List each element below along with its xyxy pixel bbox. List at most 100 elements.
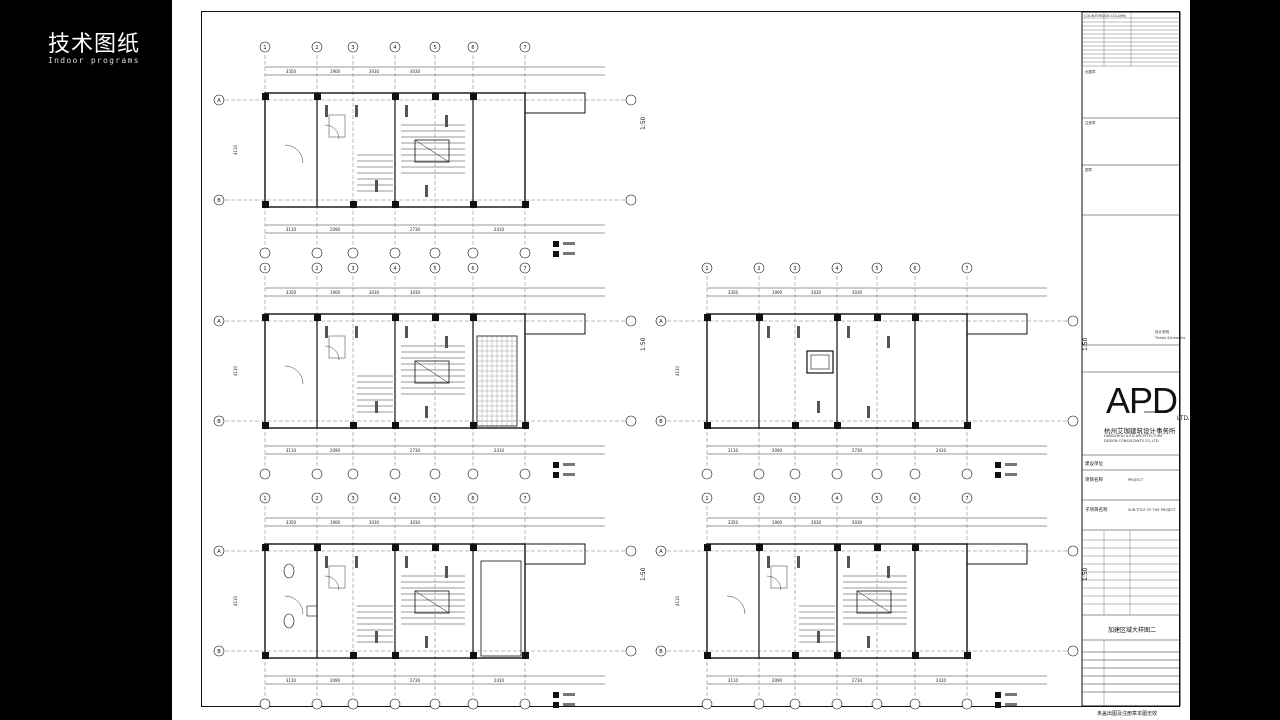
svg-text:2090: 2090 xyxy=(772,448,783,453)
svg-text:1:50: 1:50 xyxy=(1082,337,1089,351)
firm-name-cn: 杭州艾珈建筑设计事务所 xyxy=(1104,427,1176,435)
svg-text:A: A xyxy=(217,98,221,104)
project-en: PROJECT xyxy=(1128,478,1144,482)
svg-text:4: 4 xyxy=(835,266,838,272)
svg-text:1: 1 xyxy=(263,266,266,272)
svg-text:2410: 2410 xyxy=(494,448,505,453)
svg-text:3: 3 xyxy=(793,266,796,272)
svg-text:2410: 2410 xyxy=(494,227,505,232)
svg-text:1:50: 1:50 xyxy=(1082,567,1089,581)
firm-name-en: HANGZHOU A.P.D ARCHITECTURE DESIGN CONSU… xyxy=(1104,434,1163,443)
svg-text:4110: 4110 xyxy=(675,365,680,376)
svg-text:3: 3 xyxy=(351,266,354,272)
svg-text:1:50: 1:50 xyxy=(640,567,647,581)
svg-text:2: 2 xyxy=(315,496,318,502)
svg-text:A: A xyxy=(659,549,663,555)
svg-text:3350: 3350 xyxy=(286,520,297,525)
svg-text:2: 2 xyxy=(315,266,318,272)
svg-text:3350: 3350 xyxy=(728,520,739,525)
svg-text:7: 7 xyxy=(523,266,526,272)
svg-text:2730: 2730 xyxy=(410,678,421,683)
svg-text:5: 5 xyxy=(433,496,436,502)
drawing-title: 加建区域大样图二 xyxy=(1108,627,1157,634)
svg-text:1:50: 1:50 xyxy=(640,116,647,130)
svg-text:6: 6 xyxy=(471,45,474,51)
svg-text:4: 4 xyxy=(393,266,396,272)
svg-text:3030: 3030 xyxy=(369,290,380,295)
svg-text:4110: 4110 xyxy=(233,144,238,155)
svg-text:3: 3 xyxy=(793,496,796,502)
page-title: 技术图纸 xyxy=(48,32,141,57)
design-notes-en: Thesis Schematic xyxy=(1155,336,1186,340)
svg-text:3350: 3350 xyxy=(728,290,739,295)
svg-text:2730: 2730 xyxy=(410,448,421,453)
svg-text:7: 7 xyxy=(965,266,968,272)
counter-label: COUNTERSIGN COLUMN xyxy=(1084,14,1127,18)
svg-text:6: 6 xyxy=(913,266,916,272)
svg-text:3030: 3030 xyxy=(369,69,380,74)
svg-text:6: 6 xyxy=(471,496,474,502)
svg-text:7: 7 xyxy=(523,496,526,502)
svg-text:6: 6 xyxy=(471,266,474,272)
svg-text:B: B xyxy=(217,198,221,204)
svg-text:4: 4 xyxy=(393,496,396,502)
svg-text:B: B xyxy=(659,419,663,425)
svg-text:1: 1 xyxy=(705,496,708,502)
svg-text:B: B xyxy=(217,649,221,655)
svg-text:2: 2 xyxy=(315,45,318,51)
svg-text:1: 1 xyxy=(263,496,266,502)
svg-text:5: 5 xyxy=(875,266,878,272)
svg-text:4110: 4110 xyxy=(233,595,238,606)
svg-text:2: 2 xyxy=(757,266,760,272)
svg-text:2410: 2410 xyxy=(936,678,947,683)
svg-text:3: 3 xyxy=(351,45,354,51)
stamp-section-3: 图章 xyxy=(1085,168,1092,172)
svg-text:3030: 3030 xyxy=(852,290,863,295)
page-subtitle: Indoor programs xyxy=(48,56,140,65)
svg-text:3350: 3350 xyxy=(286,290,297,295)
svg-text:3110: 3110 xyxy=(286,448,297,453)
footer-note: 未盖出图及注册章本图无效 xyxy=(1097,711,1158,717)
subproject-label: 子项目名称 xyxy=(1085,508,1108,513)
subproject-en: SUB-TITLE OF THE PROJECT xyxy=(1128,508,1176,512)
svg-text:2090: 2090 xyxy=(330,227,341,232)
svg-text:5: 5 xyxy=(875,496,878,502)
svg-text:6: 6 xyxy=(913,496,916,502)
svg-text:A: A xyxy=(659,319,663,325)
svg-text:B: B xyxy=(659,649,663,655)
svg-text:2090: 2090 xyxy=(772,678,783,683)
svg-text:2090: 2090 xyxy=(330,448,341,453)
svg-text:1:50: 1:50 xyxy=(640,337,647,351)
svg-text:5: 5 xyxy=(433,45,436,51)
svg-text:3030: 3030 xyxy=(369,520,380,525)
svg-text:2730: 2730 xyxy=(852,448,863,453)
svg-text:7: 7 xyxy=(965,496,968,502)
svg-text:1: 1 xyxy=(263,45,266,51)
svg-text:2410: 2410 xyxy=(936,448,947,453)
svg-text:3110: 3110 xyxy=(728,448,739,453)
svg-text:2730: 2730 xyxy=(852,678,863,683)
svg-text:3030: 3030 xyxy=(811,520,822,525)
svg-text:1900: 1900 xyxy=(330,69,341,74)
svg-text:3030: 3030 xyxy=(410,290,421,295)
svg-text:3030: 3030 xyxy=(811,290,822,295)
svg-text:3350: 3350 xyxy=(286,69,297,74)
svg-text:3110: 3110 xyxy=(286,678,297,683)
svg-text:2730: 2730 xyxy=(410,227,421,232)
svg-text:B: B xyxy=(217,419,221,425)
svg-text:1: 1 xyxy=(705,266,708,272)
svg-text:4110: 4110 xyxy=(675,595,680,606)
stamp-section-2: 注册章 xyxy=(1085,121,1096,125)
svg-text:4: 4 xyxy=(393,45,396,51)
svg-text:3030: 3030 xyxy=(852,520,863,525)
svg-text:1900: 1900 xyxy=(330,290,341,295)
svg-text:2410: 2410 xyxy=(494,678,505,683)
svg-text:1900: 1900 xyxy=(772,520,783,525)
svg-text:2: 2 xyxy=(757,496,760,502)
svg-text:7: 7 xyxy=(523,45,526,51)
